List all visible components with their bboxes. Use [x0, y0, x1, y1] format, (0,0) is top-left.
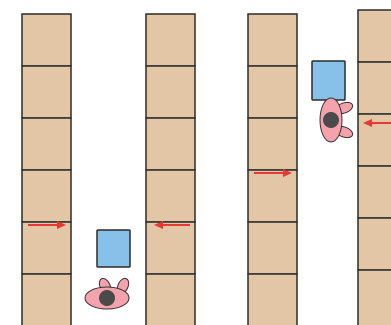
shopping-cart-right [311, 60, 346, 101]
shopping-cart-left [96, 229, 131, 268]
shelf-cell [145, 221, 196, 275]
shelf-cell [145, 13, 196, 67]
shelf-cell [357, 217, 391, 271]
arrows [28, 119, 391, 229]
shelf-cell [247, 169, 298, 223]
shopper-left [84, 277, 130, 310]
shelf-cell [21, 221, 72, 275]
shelf-cell [247, 117, 298, 171]
shelf-cell [247, 65, 298, 119]
person-head-icon [99, 290, 115, 306]
shelf-cell [357, 165, 391, 219]
shelf-column-2 [145, 13, 196, 325]
carts [96, 60, 346, 268]
shelf-cell [357, 61, 391, 115]
shelf-column-1 [21, 13, 72, 325]
shelf-cell [21, 65, 72, 119]
shelf-column-3 [247, 13, 298, 325]
shelf-cell [247, 13, 298, 67]
shelf-cell [357, 269, 391, 325]
people [84, 97, 354, 310]
shelf-cell [21, 13, 72, 67]
shelf-cell [247, 273, 298, 325]
arrow-right-right-aisle [254, 169, 292, 177]
arrow-head-icon [57, 221, 66, 229]
arrow-head-icon [154, 221, 163, 229]
shelf-cell [145, 65, 196, 119]
shelf-cell [21, 273, 72, 325]
arrow-right-left-aisle [28, 221, 66, 229]
shelf-cell [247, 221, 298, 275]
shelf-cell [145, 117, 196, 171]
shelf-cell [21, 117, 72, 171]
arrow-left-left-aisle [154, 221, 190, 229]
arrow-head-icon [283, 169, 292, 177]
shelf-cell [145, 273, 196, 325]
shelf-cell [357, 113, 391, 167]
arrow-head-icon [363, 119, 372, 127]
shopper-right [319, 97, 354, 143]
arrow-left-right-aisle [363, 119, 391, 127]
shelf-cell [145, 169, 196, 223]
shelves [21, 9, 391, 325]
shelf-cell [357, 9, 391, 63]
shelf-column-4 [357, 9, 391, 325]
shelf-cell [21, 169, 72, 223]
person-head-icon [323, 112, 339, 128]
